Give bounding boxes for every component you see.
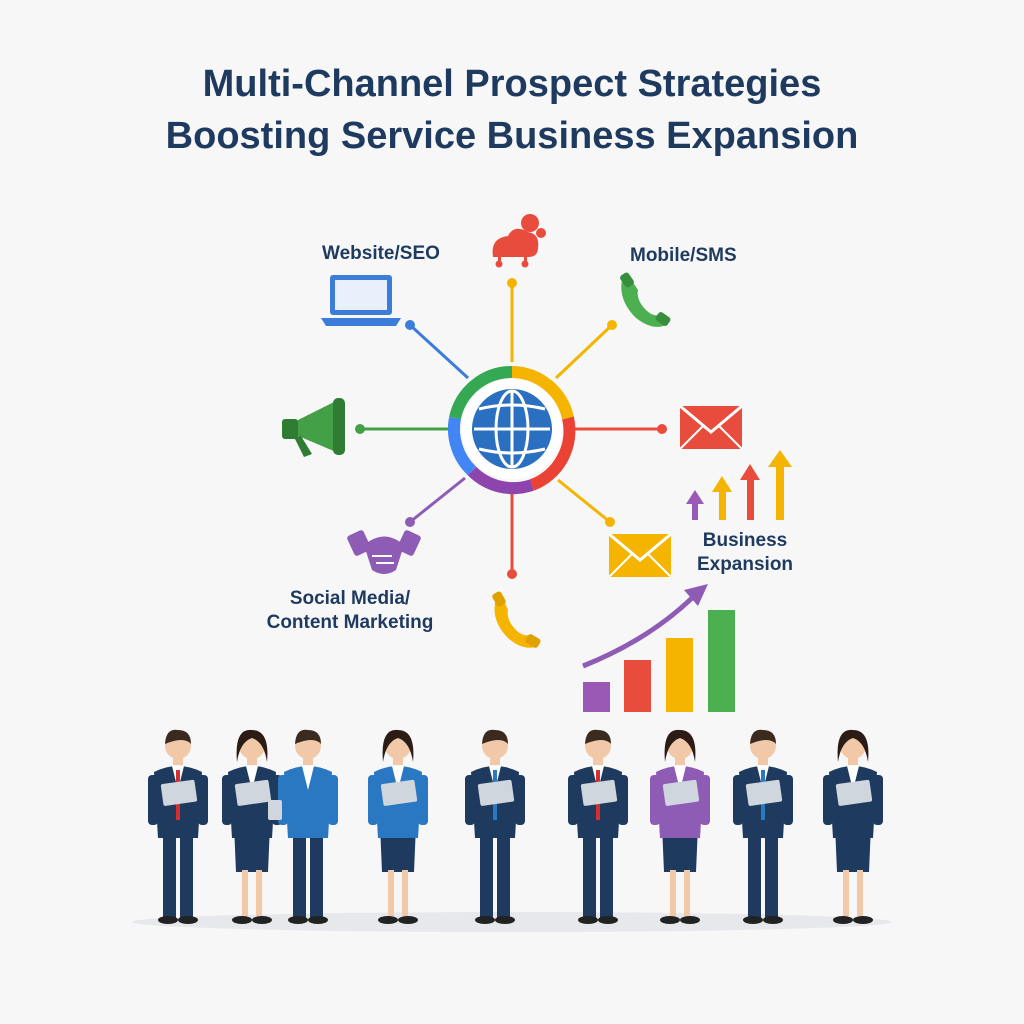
growth-bar <box>583 682 610 712</box>
mobile-sms-label: Mobile/SMS <box>630 245 737 266</box>
business-expansion-label: Business Expansion <box>680 529 810 577</box>
connector-dot <box>657 424 667 434</box>
connector-social <box>409 476 466 524</box>
hub-ring-segment <box>529 416 576 491</box>
phone-icon <box>620 272 671 327</box>
person-figure <box>650 729 710 924</box>
email-icon <box>608 532 672 578</box>
arrow-up-icon <box>686 490 704 520</box>
connector-dot <box>605 517 615 527</box>
person-figure <box>823 729 883 924</box>
connector-dot <box>607 320 617 330</box>
growth-bar <box>666 638 693 712</box>
trend-arrow-head <box>684 584 708 606</box>
person-figure <box>278 729 338 924</box>
person-figure <box>148 729 208 924</box>
growth-bar <box>708 610 735 712</box>
laptop-icon <box>321 275 401 326</box>
phone-icon <box>492 591 541 648</box>
arrow-up-icon <box>740 464 760 520</box>
arrow-up-icon <box>768 450 792 520</box>
trend-arrow <box>582 596 694 669</box>
handshake-icon <box>347 530 421 574</box>
team-group <box>148 729 883 924</box>
email-icon <box>679 404 743 450</box>
business-expansion-label-line-1: Business <box>702 530 788 551</box>
website-seo-label: Website/SEO <box>322 243 440 264</box>
title-line-2: Boosting Service Business Expansion <box>165 115 859 157</box>
connector-lines <box>360 283 662 574</box>
person-figure <box>465 729 525 924</box>
social-content-label-line-1: Social Media/ <box>289 588 411 609</box>
globe-icon <box>472 389 552 469</box>
connector-dots <box>355 278 667 579</box>
person-figure <box>733 729 793 924</box>
hub-ring-segment <box>511 366 574 420</box>
hub-ring-segment <box>447 416 477 476</box>
person-figure <box>268 800 282 820</box>
hub-ring-segment <box>467 466 534 495</box>
megaphone-icon <box>282 398 345 457</box>
growth-arrows <box>686 450 792 520</box>
cloud-network-icon <box>492 214 546 268</box>
hub-ring <box>447 365 576 495</box>
connector-website <box>408 323 470 380</box>
hub-ring-segment <box>449 365 513 420</box>
connector-dot <box>355 424 365 434</box>
growth-bar-chart <box>582 584 735 712</box>
person-figure <box>568 729 628 924</box>
arrow-up-icon <box>712 476 732 520</box>
business-expansion-label-line-2: Expansion <box>696 554 794 575</box>
social-content-label: Social Media/ Content Marketing <box>240 587 460 635</box>
connector-email-yellow <box>557 478 611 524</box>
connector-dot <box>405 517 415 527</box>
connector-dot <box>507 569 517 579</box>
connector-dot <box>405 320 415 330</box>
person-figure <box>222 729 282 924</box>
social-content-label-line-2: Content Marketing <box>266 612 434 633</box>
connector-mobile <box>554 323 614 380</box>
connector-dot <box>507 278 517 288</box>
page-title: Multi-Channel Prospect Strategies Boosti… <box>0 58 1024 162</box>
growth-bar <box>624 660 651 712</box>
person-figure <box>368 729 428 924</box>
title-line-1: Multi-Channel Prospect Strategies <box>202 63 822 105</box>
